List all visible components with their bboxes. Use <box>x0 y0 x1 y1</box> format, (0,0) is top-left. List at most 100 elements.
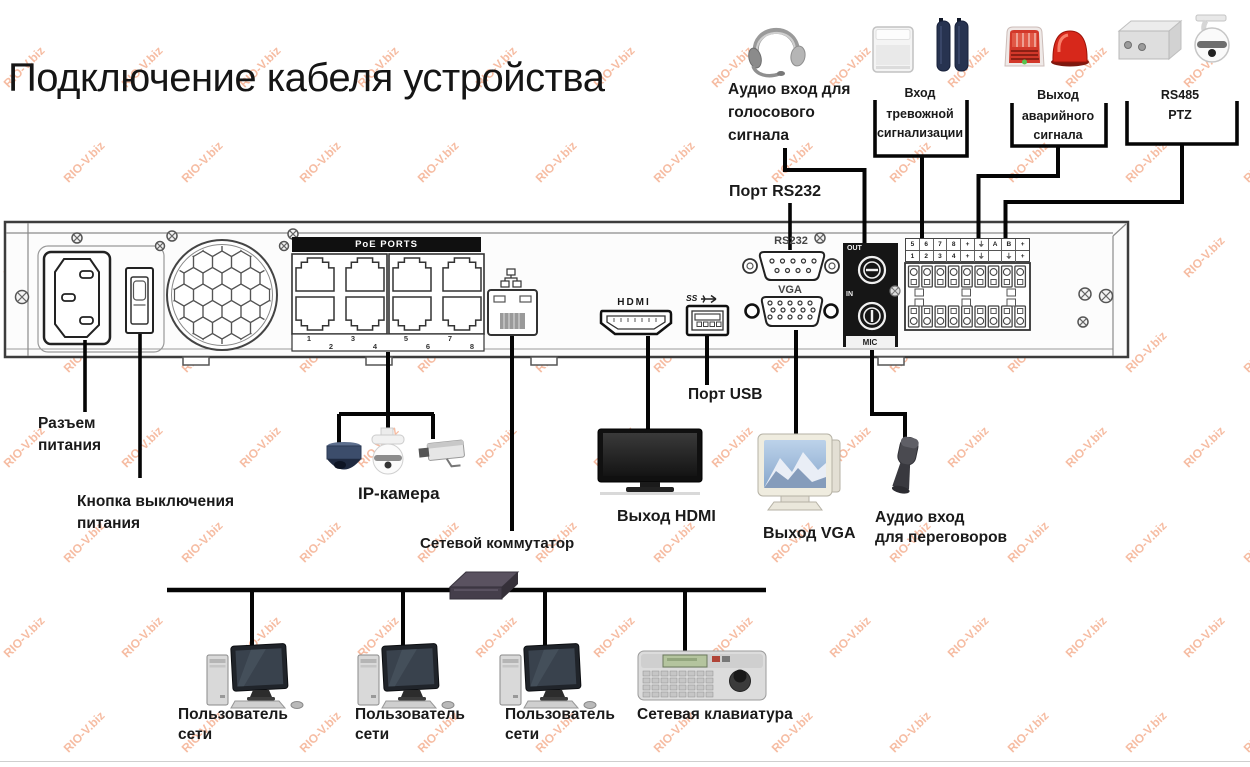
poe-port-number: 5 <box>403 334 409 343</box>
poe-ports <box>291 253 485 352</box>
terminal-cell: + <box>961 251 975 262</box>
terminal-cell: ⏚ <box>975 239 989 250</box>
connector-lines <box>83 100 1239 652</box>
terminal-cell: 1 <box>906 251 920 262</box>
label-audio-talk-line1: Аудио вход <box>875 509 965 526</box>
label-hdmi-out: Выход HDMI <box>617 508 716 525</box>
power-inlet <box>42 250 112 346</box>
panel-usb-ss-label: SS <box>686 293 698 303</box>
label-alarm-out-line1: Выход <box>1037 88 1079 102</box>
bottom-rule <box>0 761 1250 762</box>
terminal-cell: A <box>989 239 1003 250</box>
terminal-cell: B <box>1002 239 1017 250</box>
label-alarm-out-line2: аварийного <box>1021 109 1095 123</box>
usb-ss-icon <box>701 294 717 304</box>
box-camera-icon <box>418 439 465 468</box>
panel-audio-out-label: OUT <box>847 245 862 252</box>
panel-hdmi-label: HDMI <box>617 297 651 308</box>
poe-port-number: 4 <box>372 342 378 351</box>
label-ip-camera: IP-камера <box>358 484 440 503</box>
terminal-cell: 5 <box>906 239 920 250</box>
network-icon <box>500 268 522 288</box>
terminal-cell: 6 <box>920 239 934 250</box>
audio-io-block <box>843 243 901 348</box>
rs485-distributor-icon <box>1117 19 1183 61</box>
label-usb-port: Порт USB <box>688 386 763 403</box>
page-title: Подключение кабеля устройства <box>8 56 605 100</box>
terminal-cell: + <box>1020 241 1025 248</box>
label-rs485-line1: RS485 <box>1160 88 1200 102</box>
label-network-user1-line1: Пользователь <box>178 706 288 723</box>
computer-icon <box>206 642 304 709</box>
label-network-keyboard: Сетевая клавиатура <box>637 706 793 723</box>
label-audio-voice-line1: Аудио вход для <box>728 81 851 98</box>
panel-feet <box>182 356 905 366</box>
poe-port-number: 3 <box>350 334 356 343</box>
label-network-user3-line2: сети <box>505 726 540 743</box>
poe-port-number: 2 <box>328 342 334 351</box>
beacon-icon <box>1051 30 1089 67</box>
pir-sensor-icon <box>872 26 914 73</box>
headset-icon <box>748 28 806 78</box>
terminal-cell: + <box>1020 253 1025 260</box>
poe-port-number: 1 <box>306 334 312 343</box>
alarm-cylinders-icon <box>936 18 969 72</box>
label-alarm-out-line3: сигнала <box>1033 128 1083 142</box>
label-network-user2-line2: сети <box>355 726 390 743</box>
ptz-camera-small-icon <box>371 427 405 475</box>
ethernet-port <box>487 268 538 336</box>
label-power-button-line2: питания <box>77 515 141 532</box>
terminal-cell: 4 <box>947 251 962 262</box>
network-switch-icon <box>448 571 520 600</box>
label-power-connector-line2: питания <box>38 437 102 454</box>
terminal-cell: ⏚ <box>1002 251 1017 262</box>
terminal-cell: ⏚ <box>975 251 989 262</box>
computer-icon <box>357 642 455 709</box>
poe-port-number: 7 <box>447 334 453 343</box>
crt-monitor-icon <box>757 433 841 511</box>
rs232-port <box>742 251 840 281</box>
terminal-cell: 3 <box>934 251 948 262</box>
terminal-cell: + <box>961 239 975 250</box>
network-keyboard-icon <box>637 650 767 701</box>
panel-vga-label: VGA <box>778 284 802 296</box>
terminal-cell <box>989 251 1003 262</box>
poe-banner: PoE PORTS <box>292 237 481 252</box>
label-rs485-line2: PTZ <box>1168 108 1192 122</box>
panel-audio-in-label: IN <box>846 291 853 298</box>
power-switch-icon <box>125 267 154 334</box>
poe-port-number: 6 <box>425 342 431 351</box>
panel-screws <box>14 228 1114 328</box>
label-audio-voice-line3: сигнала <box>728 127 790 144</box>
microphone-icon <box>891 436 919 494</box>
panel-rs232-label: RS232 <box>774 235 808 247</box>
terminal-cell: 7 <box>934 239 948 250</box>
computer-icon <box>499 642 597 709</box>
alarm-terminal-block <box>904 262 1031 331</box>
label-audio-talk-line2: для переговоров <box>875 529 1008 546</box>
label-alarm-in-line3: сигнализации <box>876 126 964 140</box>
label-power-connector-line1: Разъем <box>38 415 96 432</box>
label-network-user3-line1: Пользователь <box>505 706 615 723</box>
label-audio-voice-line2: голосового <box>728 104 815 121</box>
poe-port-number: 8 <box>469 342 475 351</box>
terminal-cell: 2 <box>920 251 934 262</box>
siren-icon <box>1004 26 1045 67</box>
label-network-user1-line2: сети <box>178 726 213 743</box>
usb-port <box>685 294 730 337</box>
label-power-button-line1: Кнопка выключения <box>77 493 235 510</box>
terminal-cell: 8 <box>947 239 962 250</box>
tv-icon <box>597 428 703 495</box>
label-network-switch: Сетевой коммутатор <box>420 535 575 552</box>
ptz-dome-camera-icon <box>1194 14 1230 63</box>
label-vga-out: Выход VGA <box>763 525 856 542</box>
panel-mic-label: MIC <box>862 338 878 347</box>
vga-port <box>744 296 839 327</box>
label-network-user2-line1: Пользователь <box>355 706 465 723</box>
d ome-camera-icon <box>326 442 362 470</box>
label-alarm-in-line1: Вход <box>904 86 936 100</box>
label-rs232-port: Порт RS232 <box>729 183 822 200</box>
hdmi-port <box>599 309 673 336</box>
